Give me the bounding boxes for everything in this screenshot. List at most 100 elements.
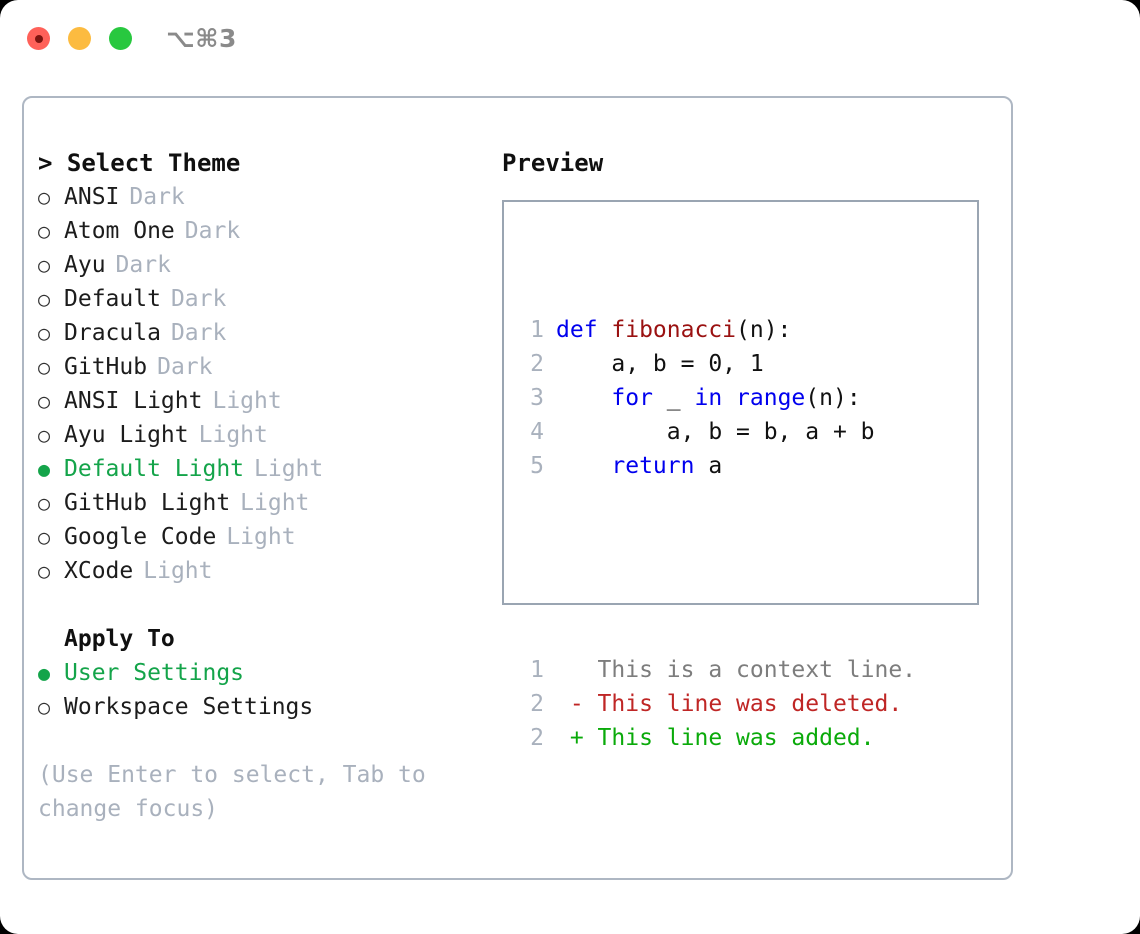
apply-to-option-label: Workspace Settings: [64, 694, 314, 720]
line-number: 1: [530, 317, 544, 343]
apply-to-option-label: User Settings: [64, 660, 245, 686]
radio-unselected-icon: ○: [38, 253, 51, 277]
token-pl: [556, 453, 611, 479]
theme-option-category: Light: [240, 490, 310, 516]
token-add: + This line was added.: [556, 725, 875, 751]
diff-line: 1 This is a context line.: [518, 653, 916, 687]
code-line-content: a, b = b, a + b: [556, 415, 875, 449]
radio-selected-icon: ●: [38, 661, 51, 685]
theme-option-category: Light: [198, 422, 268, 448]
radio-selected-icon: ●: [38, 457, 51, 481]
code-line-content: def fibonacci(n):: [556, 313, 791, 347]
token-kw: in: [694, 385, 723, 411]
close-window-icon[interactable]: [27, 27, 50, 50]
line-number: 3: [530, 385, 544, 411]
theme-option-category: Dark: [184, 218, 241, 244]
token-kw: def: [556, 317, 612, 343]
line-number: 2: [530, 691, 544, 717]
theme-option-label: Default Light: [64, 456, 245, 482]
keyboard-hint-text: (Use Enter to select, Tab to change focu…: [38, 762, 426, 822]
token-del: - This line was deleted.: [556, 691, 903, 717]
theme-option-11[interactable]: ○ XCode Light: [38, 554, 508, 588]
diff-line-content: - This line was deleted.: [556, 687, 902, 721]
theme-option-label: Ayu: [64, 252, 106, 278]
theme-option-category: Dark: [170, 320, 227, 346]
code-line: 4 a, b = b, a + b: [518, 415, 916, 449]
theme-option-label: Atom One: [64, 218, 175, 244]
radio-unselected-icon: ○: [38, 423, 51, 447]
theme-option-9[interactable]: ○ GitHub Light Light: [38, 486, 508, 520]
theme-option-category: Light: [226, 524, 296, 550]
line-number: 1: [530, 657, 544, 683]
code-line: 1 def fibonacci(n):: [518, 313, 916, 347]
diff-sample: 1 This is a context line.2 - This line w…: [518, 653, 916, 755]
apply-to-section: Apply To ●User Settings○Workspace Settin…: [38, 622, 508, 724]
title-bar: ⌥⌘3: [0, 0, 1140, 78]
theme-option-label: ANSI Light: [64, 388, 203, 414]
theme-option-label: XCode: [64, 558, 134, 584]
diff-line: 2 - This line was deleted.: [518, 687, 916, 721]
theme-option-category: Light: [143, 558, 213, 584]
preview-header: Preview: [502, 149, 604, 177]
apply-to-option-0[interactable]: ● User Settings: [38, 656, 508, 690]
theme-option-2[interactable]: ○ Ayu Dark: [38, 248, 508, 282]
theme-option-label: Default: [64, 286, 161, 312]
line-number: 4: [530, 419, 544, 445]
line-number: 2: [530, 351, 544, 377]
diff-line-content: This is a context line.: [556, 653, 917, 687]
minimize-window-icon[interactable]: [68, 27, 91, 50]
theme-option-label: GitHub Light: [64, 490, 231, 516]
theme-option-label: GitHub: [64, 354, 148, 380]
token-pl: (n):: [736, 317, 792, 343]
token-pl: [722, 385, 736, 411]
radio-unselected-icon: ○: [38, 389, 51, 413]
radio-unselected-icon: ○: [38, 559, 51, 583]
token-pl: a, b = 0, 1: [556, 351, 764, 377]
theme-option-label: Google Code: [64, 524, 217, 550]
code-line-content: for _ in range(n):: [556, 381, 861, 415]
window-title: ⌥⌘3: [166, 24, 237, 53]
theme-option-label: Dracula: [64, 320, 161, 346]
token-pl: (n):: [805, 385, 861, 411]
radio-unselected-icon: ○: [38, 695, 51, 719]
token-kw: return: [611, 453, 695, 479]
theme-option-5[interactable]: ○ GitHub Dark: [38, 350, 508, 384]
code-line-content: return a: [556, 449, 722, 483]
line-number: 2: [530, 725, 544, 751]
token-pl: a, b = b, a + b: [556, 419, 875, 445]
radio-unselected-icon: ○: [38, 355, 51, 379]
theme-option-6[interactable]: ○ ANSI Light Light: [38, 384, 508, 418]
theme-option-category: Dark: [129, 184, 185, 210]
radio-unselected-icon: ○: [38, 185, 51, 209]
radio-unselected-icon: ○: [38, 321, 51, 345]
theme-option-4[interactable]: ○ Dracula Dark: [38, 316, 508, 350]
token-pl: [556, 385, 611, 411]
radio-unselected-icon: ○: [38, 491, 51, 515]
theme-option-category: Dark: [115, 252, 171, 278]
code-line: 2 a, b = 0, 1: [518, 347, 916, 381]
token-kw: for: [611, 385, 653, 411]
radio-unselected-icon: ○: [38, 287, 51, 311]
theme-option-category: Dark: [157, 354, 213, 380]
code-line: 3 for _ in range(n):: [518, 381, 916, 415]
radio-unselected-icon: ○: [38, 525, 51, 549]
theme-option-10[interactable]: ○ Google Code Light: [38, 520, 508, 554]
code-spacer: [518, 551, 916, 585]
apply-to-option-1[interactable]: ○ Workspace Settings: [38, 690, 508, 724]
token-pl: _: [652, 385, 695, 411]
maximize-window-icon[interactable]: [109, 27, 132, 50]
theme-option-category: Light: [212, 388, 282, 414]
